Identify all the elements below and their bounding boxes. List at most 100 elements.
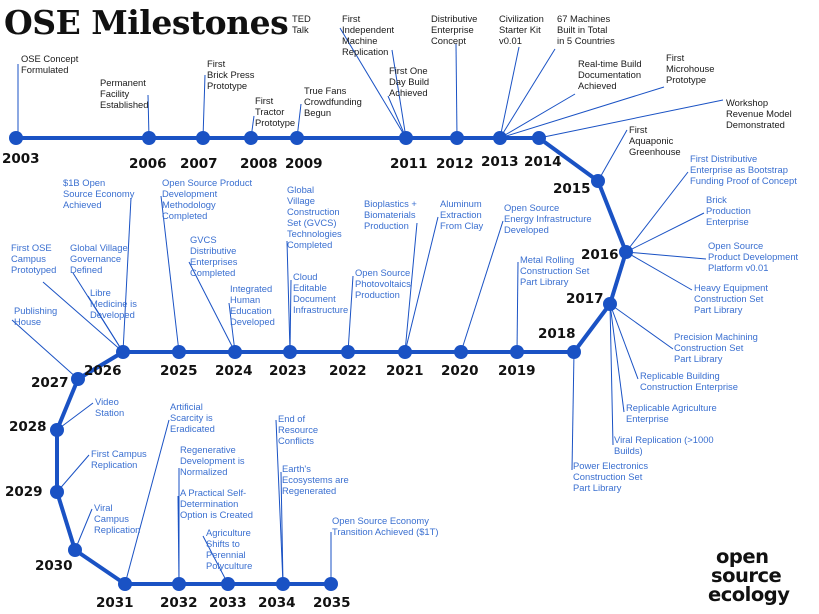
milestone-label: Open Source ProductDevelopmentMethodolog…	[162, 177, 253, 221]
milestone-text-line: Metal Rolling	[520, 254, 574, 265]
milestone-connector	[160, 195, 180, 353]
milestone-text-line: Publishing	[14, 305, 57, 316]
year-node-2025	[172, 345, 186, 359]
milestone-text-line: Aluminum	[440, 198, 482, 209]
milestone-connector	[609, 303, 614, 446]
year-label-2028: 2028	[9, 419, 47, 435]
year-label-2015: 2015	[553, 181, 591, 197]
milestone-text-line: Defined	[70, 264, 102, 275]
milestone-text-line: Resource	[278, 424, 318, 435]
milestone-text-line: Power Electronics	[573, 460, 648, 471]
milestone-text-line: Greenhouse	[629, 146, 681, 157]
milestone-text-line: Production	[706, 205, 751, 216]
milestone-text-line: Replication	[94, 524, 140, 535]
logo-word-1: open	[716, 545, 768, 568]
milestone-text-line: Conflicts	[278, 435, 314, 446]
milestone-text-line: 67 Machines	[557, 13, 610, 24]
milestone-text-line: Begun	[304, 107, 331, 118]
year-node-2029	[50, 485, 64, 499]
milestone-text-line: Open Source	[708, 240, 763, 251]
logo-word-3: ecology	[708, 583, 790, 606]
milestone-text-line: Replicable Building	[640, 370, 720, 381]
milestone-text-line: Crowdfunding	[304, 96, 362, 107]
milestone-text-line: Documentation	[578, 69, 641, 80]
year-node-2021	[398, 345, 412, 359]
milestone-text-line: Prototype	[207, 80, 247, 91]
year-label-2025: 2025	[160, 363, 198, 379]
milestone-text-line: Completed	[162, 210, 207, 221]
year-node-2027	[71, 372, 85, 386]
milestone-text-line: Real-time Build	[578, 58, 642, 69]
milestone-text-line: Extraction	[440, 209, 482, 220]
milestone-text-line: Global Village	[70, 242, 128, 253]
milestone-text-line: v0.01	[499, 35, 522, 46]
milestone-connector	[289, 279, 292, 353]
milestone-text-line: Shifts to	[206, 538, 240, 549]
milestone-text-line: Campus	[94, 513, 129, 524]
year-label-2020: 2020	[441, 363, 479, 379]
milestone-text-line: Viral	[94, 502, 113, 513]
milestone-text-line: Brick Press	[207, 69, 255, 80]
milestone-connector	[339, 27, 407, 139]
milestone-connector	[625, 251, 707, 260]
year-node-2009	[290, 131, 304, 145]
year-label-2033: 2033	[209, 595, 247, 611]
milestone-connector	[286, 240, 291, 353]
milestone-text-line: Determination	[180, 498, 238, 509]
milestone-text-line: Agriculture	[206, 527, 251, 538]
year-node-2006	[142, 131, 156, 145]
milestone-text-line: Source Economy	[63, 188, 135, 199]
milestone-text-line: Open Source	[504, 202, 559, 213]
milestone-connector	[460, 220, 504, 353]
milestone-text-line: Production	[364, 220, 409, 231]
milestone-text-line: Facility	[100, 88, 129, 99]
milestone-text-line: Achieved	[389, 87, 428, 98]
year-node-2023	[283, 345, 297, 359]
milestone-connector	[625, 212, 705, 253]
page-title: OSE Milestones	[4, 3, 288, 42]
milestone-text-line: Aquaponic	[629, 135, 674, 146]
milestone-connector	[72, 272, 124, 353]
milestone-text-line: Perennial	[206, 549, 246, 560]
milestone-text-line: Option is Created	[180, 509, 253, 520]
milestone-text-line: Energy Infrastructure	[504, 213, 592, 224]
year-label-2009: 2009	[285, 156, 323, 172]
milestone-connector	[280, 471, 284, 585]
milestone-text-line: TED	[292, 13, 311, 24]
year-label-2027: 2027	[31, 375, 69, 391]
milestone-connector	[124, 419, 170, 585]
year-node-2003	[9, 131, 23, 145]
milestone-connector	[516, 261, 519, 353]
milestone-text-line: Transition Achieved ($1T)	[332, 526, 438, 537]
milestone-text-line: Achieved	[578, 80, 617, 91]
milestone-connector	[228, 302, 236, 353]
year-label-2012: 2012	[436, 156, 474, 172]
milestone-text-line: Prototype	[666, 74, 706, 85]
year-node-2035	[324, 577, 338, 591]
milestone-text-line: Open Source Economy	[332, 515, 429, 526]
milestone-text-line: Distributive	[190, 245, 236, 256]
year-label-2014: 2014	[524, 154, 562, 170]
milestone-text-line: Part Library	[573, 482, 622, 493]
milestone-text-line: Distributive	[431, 13, 477, 24]
logo-word-2: source	[711, 564, 782, 587]
milestone-connector	[609, 303, 674, 350]
milestone-connector	[56, 402, 94, 431]
year-node-2030	[68, 543, 82, 557]
